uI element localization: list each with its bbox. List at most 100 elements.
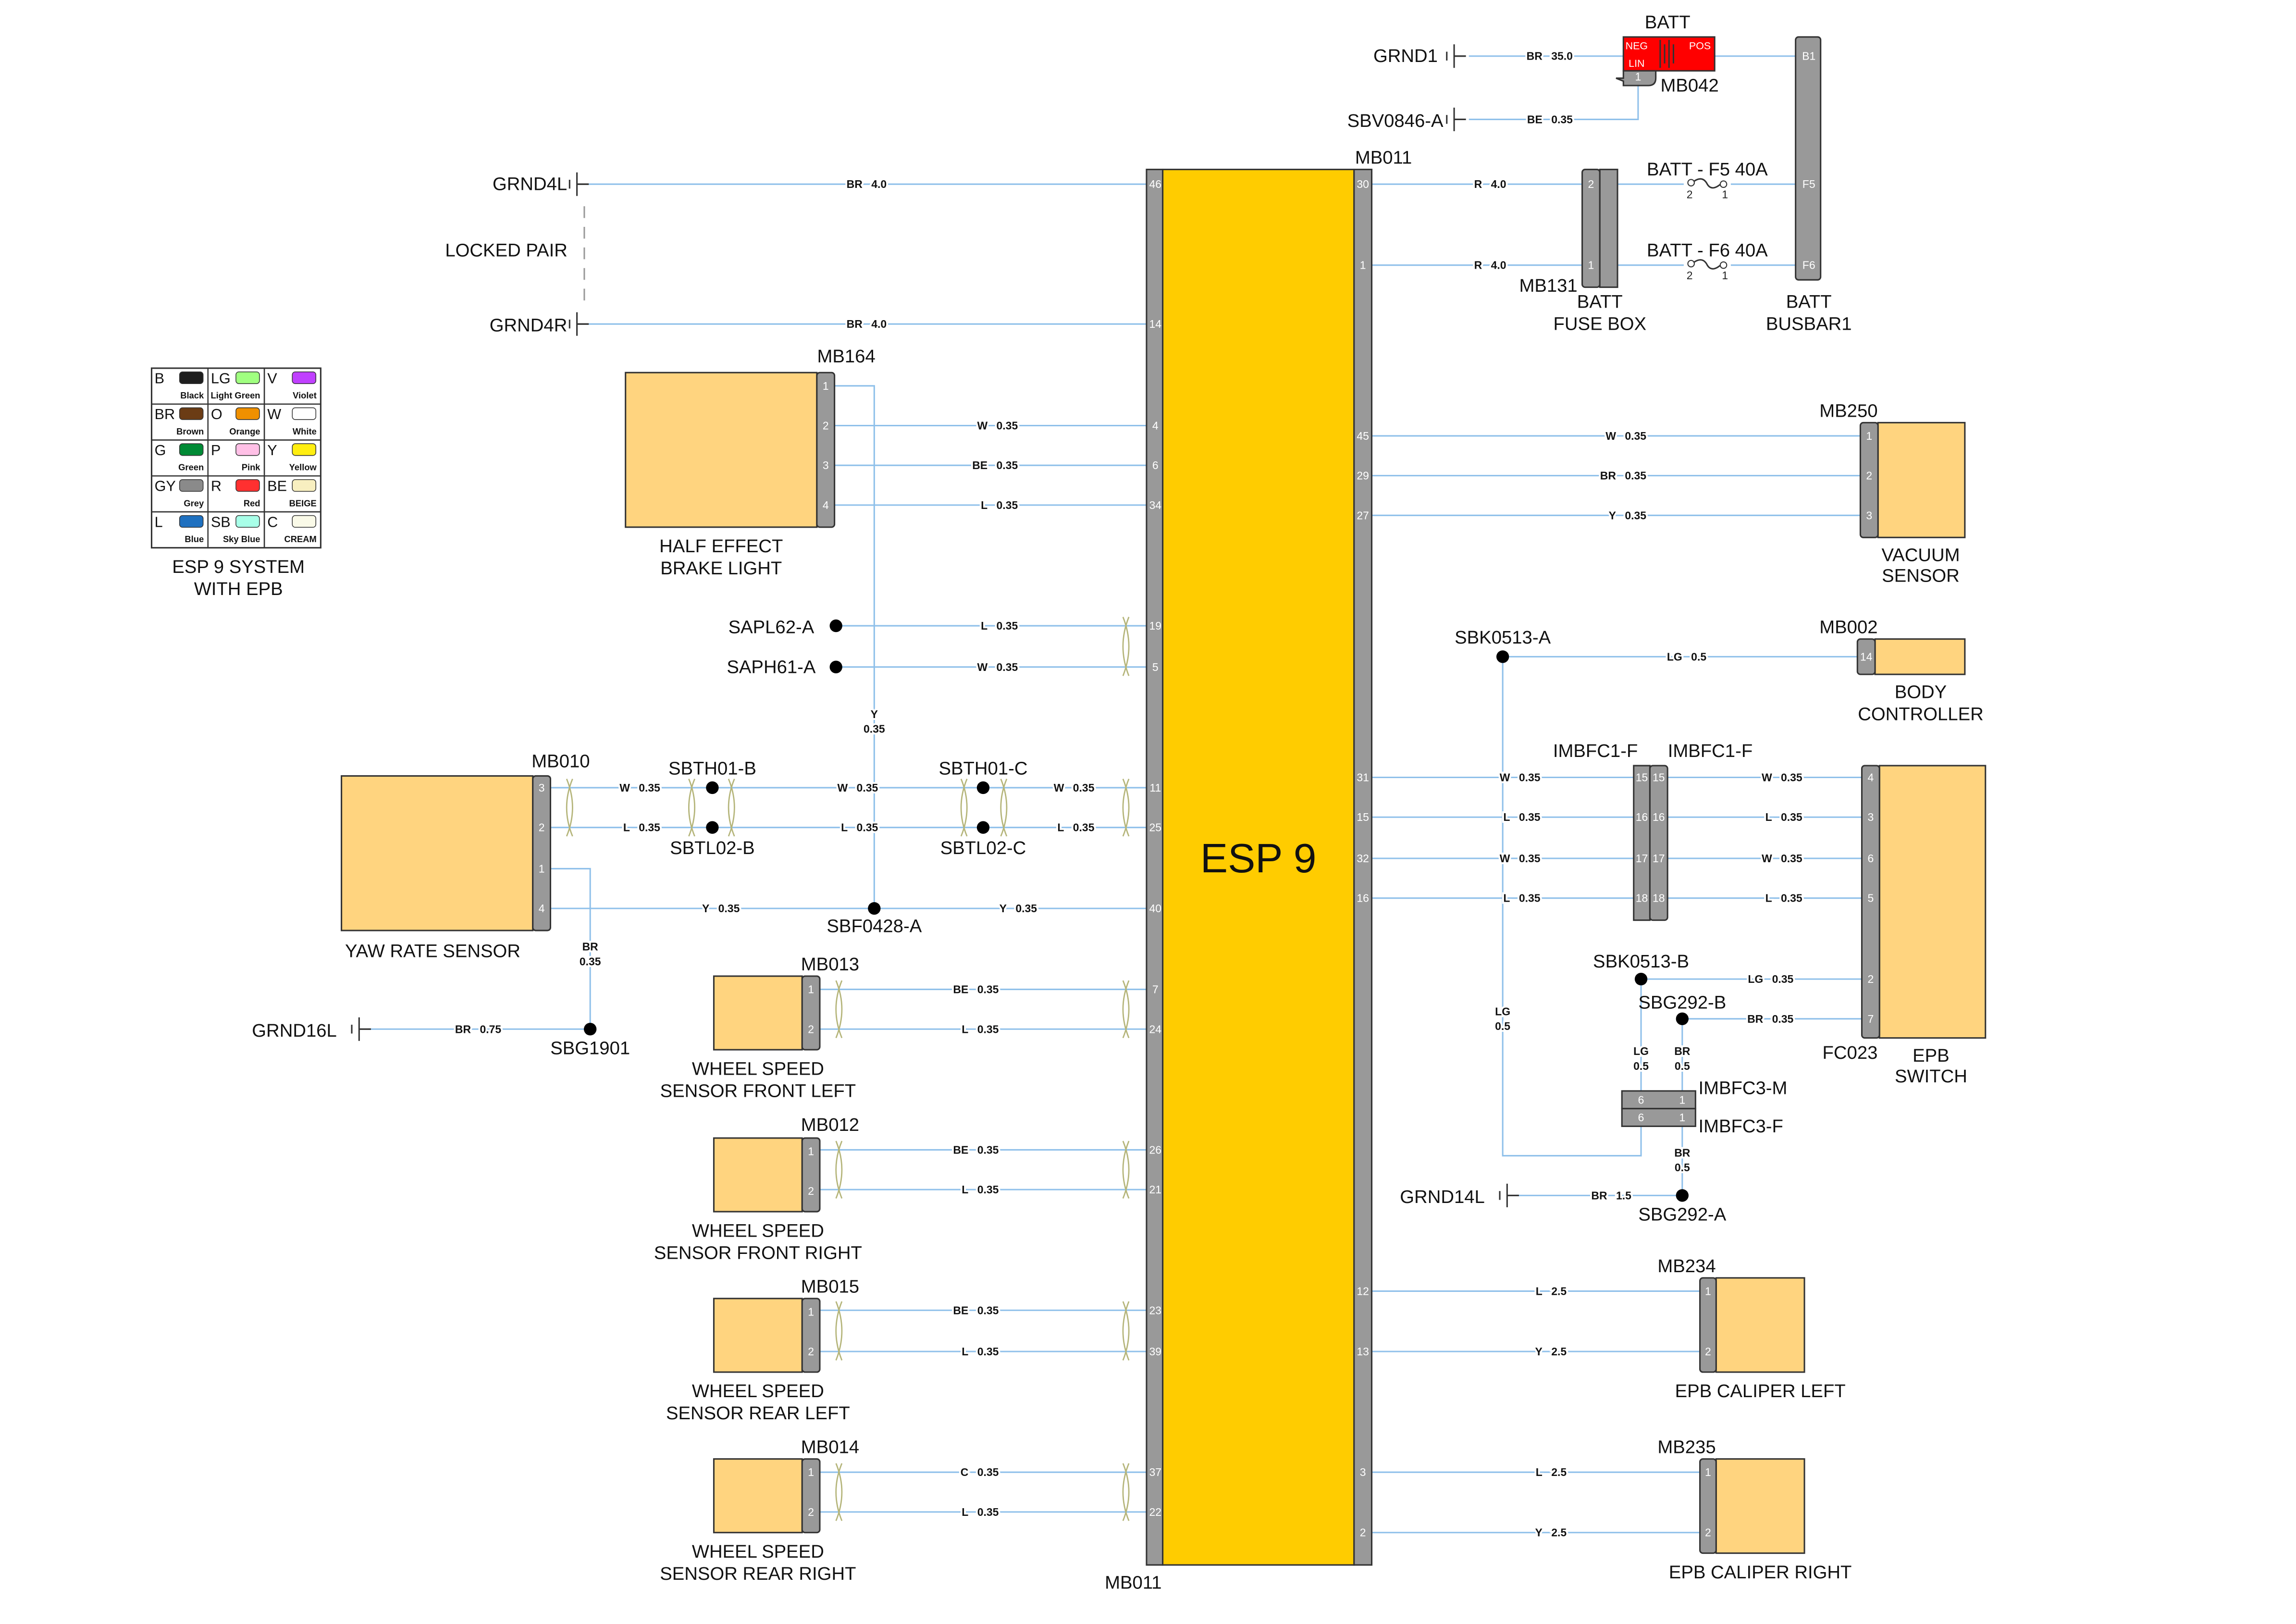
ecu-connector-label: MB011 (1355, 148, 1412, 168)
pin-number: 3 (1360, 1466, 1366, 1478)
wire-size-label: 0.35 (1519, 852, 1541, 865)
label: GRND1 (1373, 46, 1438, 66)
label: WHEEL SPEED (692, 1541, 824, 1562)
wire-color-label: W (1605, 430, 1616, 442)
label: SBG292-A (1638, 1204, 1726, 1225)
label: MB250 (1819, 400, 1877, 421)
label: WHEEL SPEED (692, 1058, 824, 1079)
wire-color-label: BR (1747, 1013, 1764, 1025)
pin-number: 4 (539, 902, 545, 915)
label: BODY (1895, 682, 1947, 702)
twisted-pair-icon (1122, 617, 1130, 676)
diagram-title: ESP 9 SYSTEM (172, 557, 305, 577)
pin-number: 3 (1867, 811, 1874, 823)
fuse-icon (1693, 259, 1721, 270)
twisted-pair-icon (1000, 779, 1008, 837)
wire-color-label: BE (1527, 113, 1543, 125)
wire-size-label: 0.5 (1495, 1020, 1510, 1032)
fuse-terminal (1719, 180, 1728, 188)
legend-cell (263, 511, 321, 548)
battery-neg: NEG (1626, 40, 1648, 51)
label: MB014 (801, 1437, 859, 1458)
label: SAPH61-A (727, 657, 816, 677)
label: HALF EFFECT (659, 536, 783, 557)
label: MB235 (1657, 1437, 1716, 1458)
diagram-title: WITH EPB (194, 579, 283, 599)
wire-size-label: 35.0 (1551, 50, 1573, 62)
wire-color-label: BR (1674, 1147, 1691, 1159)
wire-color-label: Y (1000, 902, 1007, 915)
wire-size-label: 0.35 (857, 821, 878, 834)
wire-size-label: 0.35 (977, 983, 999, 996)
fuse-pin: 1 (1722, 188, 1728, 201)
wire-color-label: L (962, 1183, 968, 1196)
pin-number: 2 (1867, 973, 1874, 985)
legend-swatch (179, 407, 204, 420)
wire-color-label: L (623, 821, 630, 834)
wire-size-label: 0.35 (1781, 892, 1802, 905)
legend-name: Green (178, 462, 204, 472)
legend-code: W (267, 406, 281, 422)
pin-number: 1 (1635, 71, 1642, 83)
wire-color-label: Y (702, 902, 709, 915)
legend-swatch (292, 371, 317, 384)
label: BATT (1645, 12, 1691, 33)
legend-swatch (179, 371, 204, 384)
ecu-left-connector (1146, 169, 1164, 1566)
label: MB131 (1519, 275, 1577, 296)
legend-name: Orange (229, 426, 260, 436)
pin-number: 45 (1357, 430, 1369, 442)
pin-number: 16 (1636, 811, 1648, 823)
splice-dot-saph61 (829, 660, 842, 673)
pin-number: 7 (1152, 983, 1159, 996)
wire-size-label: 0.35 (977, 1506, 999, 1518)
legend-name: Red (244, 498, 260, 508)
pin-number: 1 (1679, 1111, 1685, 1124)
label: SENSOR REAR LEFT (666, 1403, 850, 1424)
pin-number: 25 (1149, 821, 1162, 834)
wire-size-label: 0.75 (480, 1023, 501, 1035)
twisted-pair-icon (1122, 1463, 1130, 1521)
mb250-body (1877, 421, 1966, 538)
label: FUSE BOX (1554, 314, 1647, 335)
pin-number: 16 (1653, 811, 1665, 823)
wire-color-label: L (841, 821, 848, 834)
wire-size-label: 0.5 (1691, 650, 1706, 663)
legend-swatch (292, 515, 317, 528)
pin-number: 26 (1149, 1143, 1162, 1156)
twisted-pair-icon (688, 779, 696, 837)
wire-color-label: LG (1633, 1045, 1649, 1057)
label: EPB CALIPER RIGHT (1669, 1562, 1852, 1583)
legend-swatch (235, 479, 260, 492)
mb002-connector (1856, 638, 1876, 675)
label: SBK0513-A (1455, 627, 1551, 648)
legend-name: Pink (242, 462, 261, 472)
pin-number: 2 (539, 821, 545, 834)
pin-number: 17 (1653, 852, 1665, 865)
label: MB002 (1819, 617, 1877, 638)
wire-color-label: BE (972, 459, 988, 471)
pin-number: 1 (808, 983, 814, 996)
pin-number: 15 (1653, 771, 1665, 784)
legend-swatch (179, 443, 204, 456)
splice-dot-sbg1901 (584, 1023, 597, 1036)
pin-number: 15 (1357, 811, 1369, 823)
pin-number: 5 (1867, 892, 1874, 905)
label: GRND4L (493, 174, 567, 195)
wire-color-label: BR (582, 941, 599, 953)
pin-number: 13 (1357, 1345, 1369, 1358)
label: YAW RATE SENSOR (345, 941, 520, 961)
splice-dot-sapl62 (829, 619, 842, 632)
legend-code: G (155, 442, 166, 459)
wire-size-label: 0.35 (1625, 509, 1646, 521)
pin-number: 2 (1705, 1526, 1711, 1539)
wire-color-label: L (981, 499, 988, 511)
legend-name: Blue (185, 534, 204, 544)
pin-number: B1 (1802, 50, 1815, 62)
label: BRAKE LIGHT (660, 558, 782, 579)
label: SBF0428-A (827, 916, 922, 936)
label: SWITCH (1895, 1066, 1967, 1087)
wire-size-label: 0.35 (1551, 113, 1573, 125)
label: WHEEL SPEED (692, 1220, 824, 1241)
twisted-pair-icon (1122, 1301, 1130, 1361)
